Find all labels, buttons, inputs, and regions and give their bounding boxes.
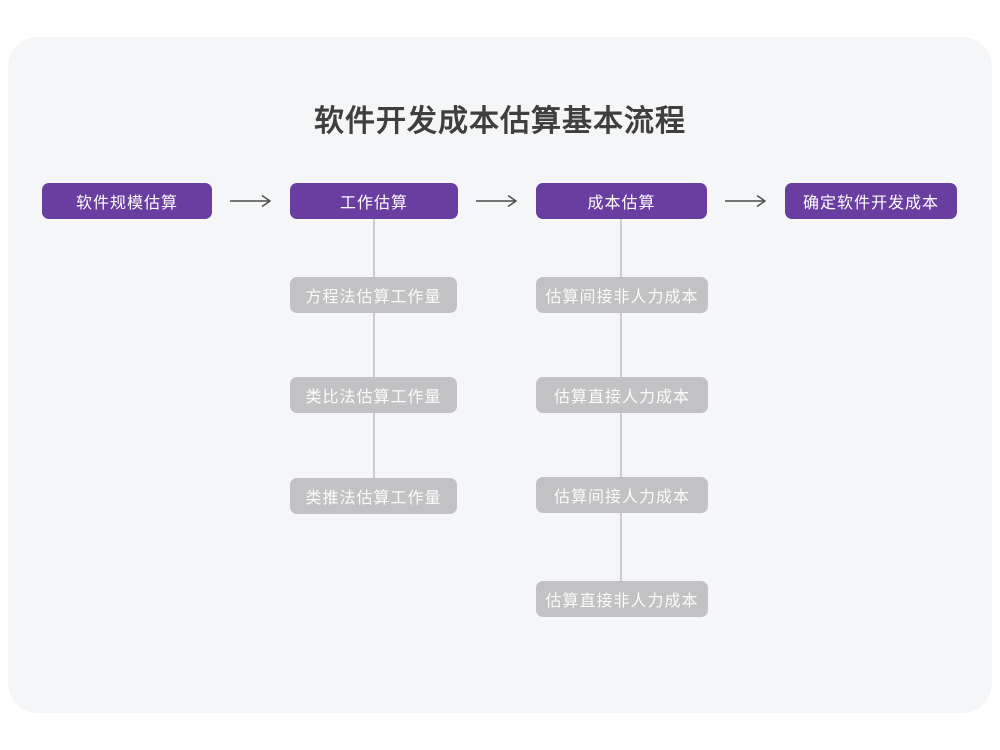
cost-step-label: 估算直接人力成本 (553, 389, 690, 406)
work-column-connector-line (373, 218, 375, 496)
cost-step-node-indirect-labor: 估算间接人力成本 (536, 477, 708, 513)
flow-step-software-scale-estimation: 软件规模估算 (42, 183, 212, 219)
flow-step-label: 成本估算 (587, 195, 656, 212)
work-method-node-extrapolation: 类推法估算工作量 (290, 478, 457, 514)
arrow-right-icon (230, 194, 272, 208)
diagram-title: 软件开发成本估算基本流程 (314, 105, 686, 138)
flow-step-label: 确定软件开发成本 (802, 195, 939, 212)
work-method-node-analogy: 类比法估算工作量 (290, 377, 457, 413)
work-method-node-equation: 方程法估算工作量 (290, 277, 457, 313)
cost-step-label: 估算直接非人力成本 (545, 593, 699, 610)
flow-step-cost-estimation: 成本估算 (536, 183, 707, 219)
cost-step-label: 估算间接非人力成本 (545, 289, 699, 306)
work-method-label: 类推法估算工作量 (305, 490, 442, 507)
flow-step-label: 软件规模估算 (75, 195, 178, 212)
flow-step-determine-development-cost: 确定软件开发成本 (785, 183, 957, 219)
cost-step-label: 估算间接人力成本 (553, 489, 690, 506)
cost-step-node-indirect-nonlabor: 估算间接非人力成本 (536, 277, 708, 313)
arrow-right-icon (476, 194, 518, 208)
diagram-panel (8, 37, 992, 713)
flow-step-work-estimation: 工作估算 (290, 183, 458, 219)
work-method-label: 类比法估算工作量 (305, 389, 442, 406)
cost-step-node-direct-labor: 估算直接人力成本 (536, 377, 708, 413)
arrow-right-icon (725, 194, 767, 208)
work-method-label: 方程法估算工作量 (305, 289, 442, 306)
cost-step-node-direct-nonlabor: 估算直接非人力成本 (536, 581, 708, 617)
flow-step-label: 工作估算 (339, 195, 408, 212)
